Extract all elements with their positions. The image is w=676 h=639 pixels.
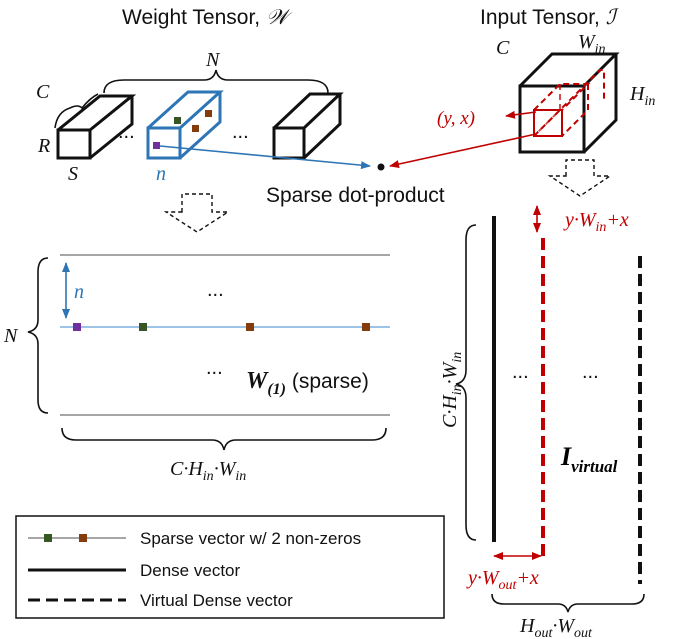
row-nz-brown-1 bbox=[246, 323, 254, 331]
ellipsis-filters-1: ... bbox=[118, 121, 135, 143]
filter-box-last bbox=[272, 92, 344, 160]
i-bottom-label: Hout·Wout bbox=[519, 615, 593, 639]
filter-box-1 bbox=[56, 94, 137, 160]
legend-virtual-label: Virtual Dense vector bbox=[140, 591, 293, 610]
nonzero-purple bbox=[153, 142, 160, 149]
c-brace bbox=[54, 93, 99, 129]
row-nz-brown-2 bbox=[362, 323, 370, 331]
input-tensor-title: Input Tensor, ℐ bbox=[480, 5, 619, 29]
label-n-row: n bbox=[74, 281, 84, 303]
label-S: S bbox=[68, 163, 78, 185]
label-N-left: N bbox=[3, 325, 19, 347]
label-W-in: Win bbox=[578, 31, 606, 57]
label-C-weight: C bbox=[36, 81, 50, 103]
label-N-top: N bbox=[205, 49, 221, 71]
nonzero-brown-1 bbox=[192, 125, 199, 132]
label-C-input: C bbox=[496, 37, 510, 59]
w-bottom-label: C·Hin·Win bbox=[170, 458, 246, 484]
sparse-dot-product-label: Sparse dot-product bbox=[266, 184, 445, 207]
nonzero-brown-2 bbox=[205, 110, 212, 117]
w1-label: W(1) (sparse) bbox=[246, 368, 369, 398]
red-arrow bbox=[389, 133, 537, 168]
blue-arrow bbox=[159, 145, 371, 170]
receptive-window bbox=[533, 69, 605, 137]
i-bottom-brace bbox=[491, 593, 645, 613]
label-n-filter: n bbox=[156, 163, 166, 185]
nonzero-green bbox=[174, 117, 181, 124]
i-virtual-label: Ivirtual bbox=[560, 442, 618, 476]
top-offset-label: y·Win+x bbox=[563, 209, 629, 235]
legend-nz-green bbox=[44, 534, 52, 542]
n-left-brace bbox=[27, 257, 49, 414]
row-nz-purple bbox=[73, 323, 81, 331]
down-arrow-right bbox=[547, 159, 613, 197]
yx-pointer bbox=[505, 110, 537, 119]
w-bottom-brace bbox=[61, 427, 387, 451]
ellipsis-filters-2: ... bbox=[232, 121, 249, 143]
i-left-brace bbox=[455, 224, 477, 541]
bottom-offset-label: y·Wout+x bbox=[466, 567, 539, 593]
row-nz-green bbox=[139, 323, 147, 331]
ellipsis-cols-2: ... bbox=[582, 361, 599, 383]
legend-nz-brown bbox=[79, 534, 87, 542]
label-H-in: Hin bbox=[629, 83, 655, 109]
legend-dense-label: Dense vector bbox=[140, 561, 240, 580]
ellipsis-rows-mid: ... bbox=[206, 357, 223, 379]
label-yx: (y, x) bbox=[437, 108, 475, 129]
n-brace bbox=[103, 69, 329, 94]
down-arrow-left bbox=[163, 193, 231, 233]
ellipsis-rows-top: ... bbox=[207, 279, 224, 301]
legend-sparse-label: Sparse vector w/ 2 non-zeros bbox=[140, 529, 361, 548]
label-R: R bbox=[37, 135, 50, 157]
ellipsis-cols-1: ... bbox=[512, 361, 529, 383]
weight-tensor-title: Weight Tensor, 𝒲 bbox=[122, 5, 293, 29]
filter-box-n bbox=[146, 90, 224, 160]
dot-product-dot bbox=[377, 163, 385, 171]
i-left-label: C·Hin·Win bbox=[439, 352, 465, 428]
